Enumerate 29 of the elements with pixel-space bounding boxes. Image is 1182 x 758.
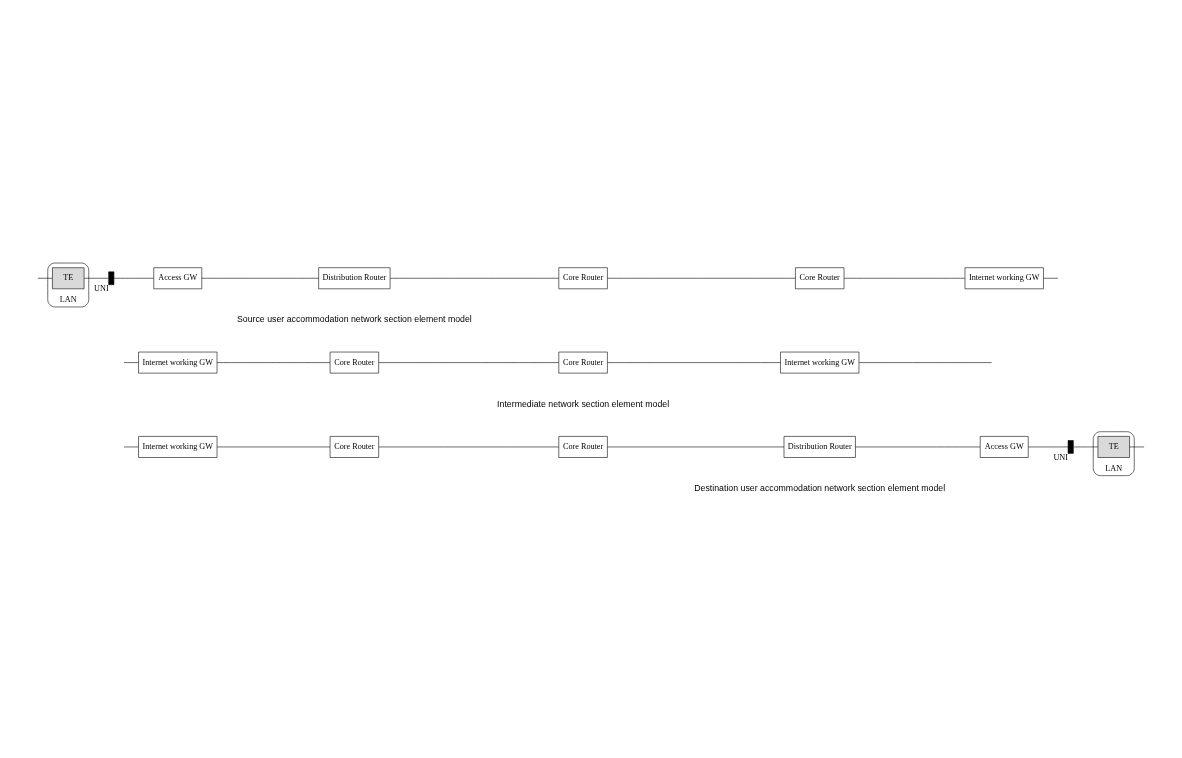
- connector: [607, 362, 781, 363]
- node-box: Core Router: [329, 436, 379, 458]
- node-box: TE: [52, 267, 85, 290]
- label: Destination user accommodation network section element model: [694, 483, 946, 494]
- node-box: Internet working GW: [964, 267, 1044, 290]
- node-label: UNI: [94, 284, 109, 294]
- node-box: Core Router: [558, 351, 608, 374]
- node-box: Core Router: [558, 267, 608, 290]
- node-box: Access GW: [979, 436, 1029, 458]
- label: Source user accommodation network section element model: [236, 314, 472, 325]
- node-box: Core Router: [329, 351, 379, 374]
- connector: [1028, 446, 1069, 448]
- node-label: UNI: [1053, 452, 1069, 462]
- connector: [113, 277, 154, 279]
- node-box: Access GW: [153, 267, 203, 290]
- node-box: Internet working GW: [138, 436, 218, 458]
- node-bar: [108, 271, 115, 285]
- connector: [83, 277, 109, 279]
- node-box: TE: [1097, 436, 1130, 458]
- label: Intermediate network section element model: [497, 398, 670, 409]
- node-box: Distribution Router: [318, 267, 391, 290]
- node-box: Internet working GW: [780, 351, 860, 374]
- node-box: Distribution Router: [783, 436, 856, 458]
- node-box: Core Router: [795, 267, 845, 290]
- node-bar: [1067, 440, 1074, 454]
- node-box: Internet working GW: [138, 351, 218, 374]
- connector: [37, 277, 53, 279]
- connector: [1073, 446, 1099, 448]
- node-box: Core Router: [558, 436, 608, 458]
